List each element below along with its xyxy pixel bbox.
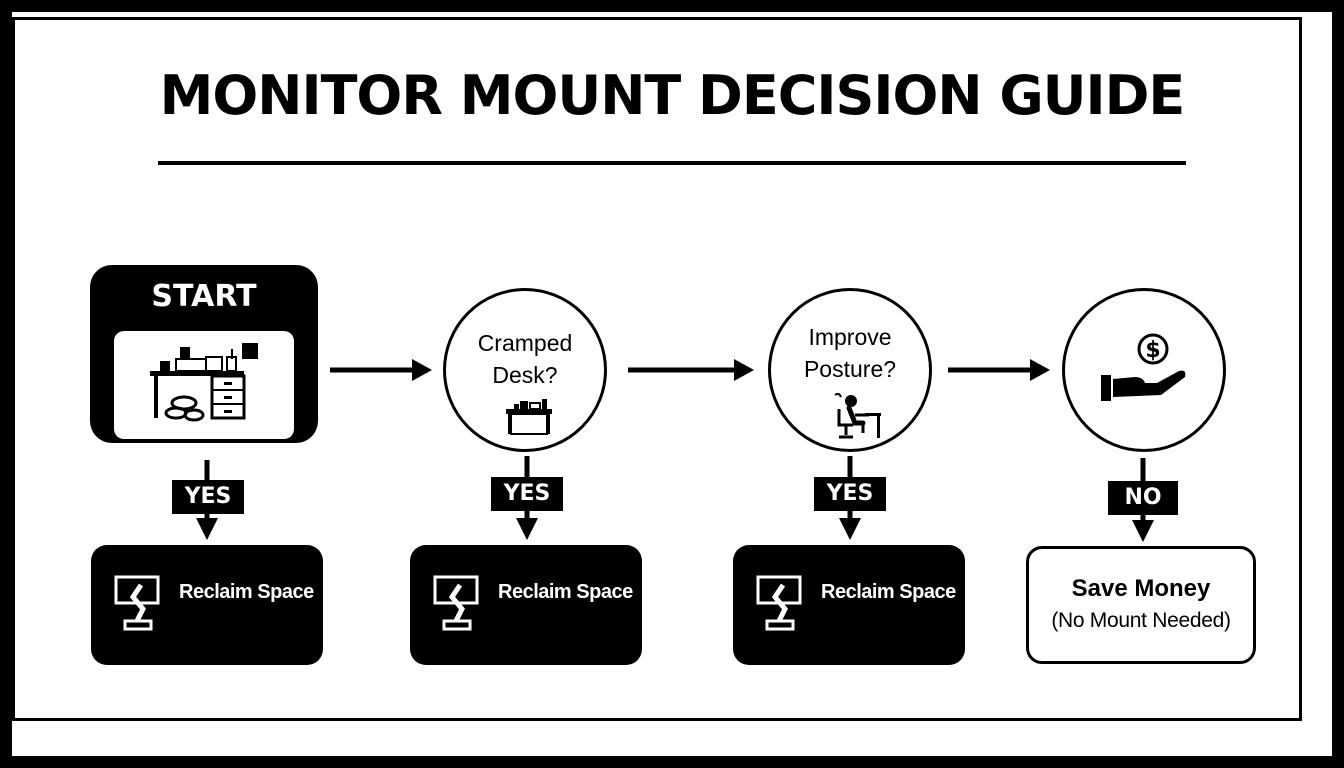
question-node-improve-posture: Improve Posture? [768, 288, 932, 452]
answer-tag-q2: YES [814, 477, 886, 511]
result-label: Save Money [1071, 575, 1211, 602]
arrow-q2-to-end [948, 359, 1050, 381]
answer-tag-q1: YES [491, 477, 563, 511]
answer-tag-end: NO [1108, 481, 1178, 515]
monitor-arm-icon [114, 575, 160, 631]
result-box-q2: Reclaim Space [733, 545, 965, 665]
outer-frame [12, 17, 1302, 721]
question-text-line2: Posture? [803, 356, 897, 382]
monitor-arm-icon [433, 575, 479, 631]
result-box-q1: Reclaim Space [410, 545, 642, 665]
question-text-line1: Improve [808, 324, 892, 350]
start-illustration [114, 331, 294, 439]
result-label: Reclaim Space [179, 581, 314, 603]
end-node-save-money: $ [1062, 288, 1226, 452]
arrow-start-to-q1 [330, 359, 432, 381]
result-box-start: Reclaim Space [91, 545, 323, 665]
cluttered-desk-icon [150, 343, 258, 422]
start-node: START [90, 265, 318, 443]
question-text-line1: Cramped [477, 330, 573, 356]
person-at-desk-icon [834, 392, 881, 439]
result-label: Reclaim Space [821, 581, 956, 603]
svg-text:$: $ [1145, 338, 1160, 363]
result-sublabel: (No Mount Needed) [1051, 609, 1231, 632]
small-desk-icon [506, 399, 552, 435]
result-label: Reclaim Space [498, 581, 633, 603]
question-node-cramped-desk: Cramped Desk? [443, 288, 607, 452]
answer-tag-start: YES [172, 480, 244, 514]
monitor-arm-icon [756, 575, 802, 631]
arrow-q1-to-q2 [628, 359, 754, 381]
title-divider [158, 161, 1186, 165]
page-title: MONITOR MOUNT DECISION GUIDE [159, 64, 1186, 127]
question-text-line2: Desk? [492, 362, 558, 388]
start-label: START [151, 279, 257, 314]
hand-money-icon: $ [1101, 333, 1186, 401]
result-box-save-money: Save Money (No Mount Needed) [1026, 546, 1256, 664]
